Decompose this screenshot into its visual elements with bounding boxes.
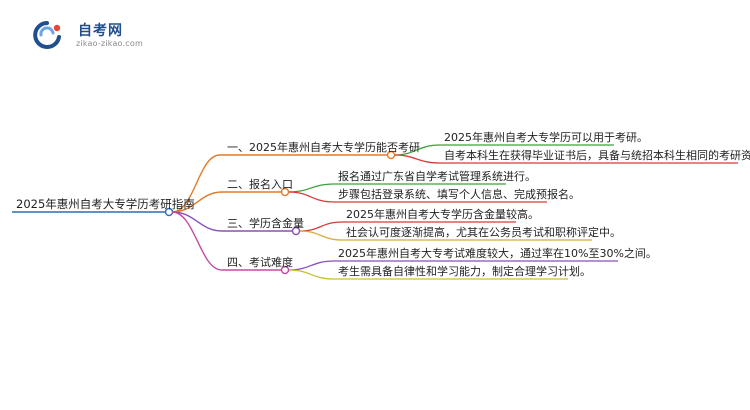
branch-label-4: 四、考试难度 [227,256,293,269]
mindmap-root: 2025年惠州自考大专学历考研指南 [16,197,195,211]
b3-node-dot [291,226,301,236]
leaf-2-2: 步骤包括登录系统、填写个人信息、完成预报名。 [338,188,580,201]
connector-root-b3 [171,211,223,232]
connector-root-b2 [171,191,223,213]
leaf-3-1: 2025年惠州自考大专学历含金量较高。 [346,208,539,221]
leaf-2-1: 报名通过广东省自学考试管理系统进行。 [338,170,536,183]
connector-b3-leaf1 [299,221,343,232]
connector-b3-leaf2 [299,230,343,241]
brand-name: 自考网 [78,23,123,39]
leaf-4-1: 2025年惠州自考大专考试难度较大，通过率在10%至30%之间。 [338,247,657,260]
leaf-1-1: 2025年惠州自考大专学历可以用于考研。 [444,131,648,144]
leaf-1-2: 自考本科生在获得毕业证书后，具备与统招本科生相同的考研资格。 [444,149,750,162]
brand-logo[interactable]: 自考网 zikao-zikao.com [30,18,150,52]
connector-b2-leaf2 [288,191,335,203]
branch-label-2: 二、报名入口 [227,178,293,191]
connector-b1-leaf2 [394,154,441,164]
b4-node-dot [280,265,290,275]
connector-root-b4 [171,211,223,271]
connector-b4-leaf1 [288,260,335,271]
leaf-4-2: 考生需具备自律性和学习能力，制定合理学习计划。 [338,265,591,278]
brand-domain: zikao-zikao.com [76,39,143,48]
connector-b4-leaf2 [288,269,335,280]
b1-node-dot [386,150,396,160]
connector-b2-leaf1 [288,183,335,193]
leaf-3-2: 社会认可度逐渐提高，尤其在公务员考试和职称评定中。 [346,226,621,239]
connector-root-b1 [171,154,221,213]
logo-icon [33,21,61,49]
b2-node-dot [280,187,290,197]
branch-label-3: 三、学历含金量 [227,217,304,230]
branch-label-1: 一、2025年惠州自考大专学历能否考研 [227,141,420,154]
